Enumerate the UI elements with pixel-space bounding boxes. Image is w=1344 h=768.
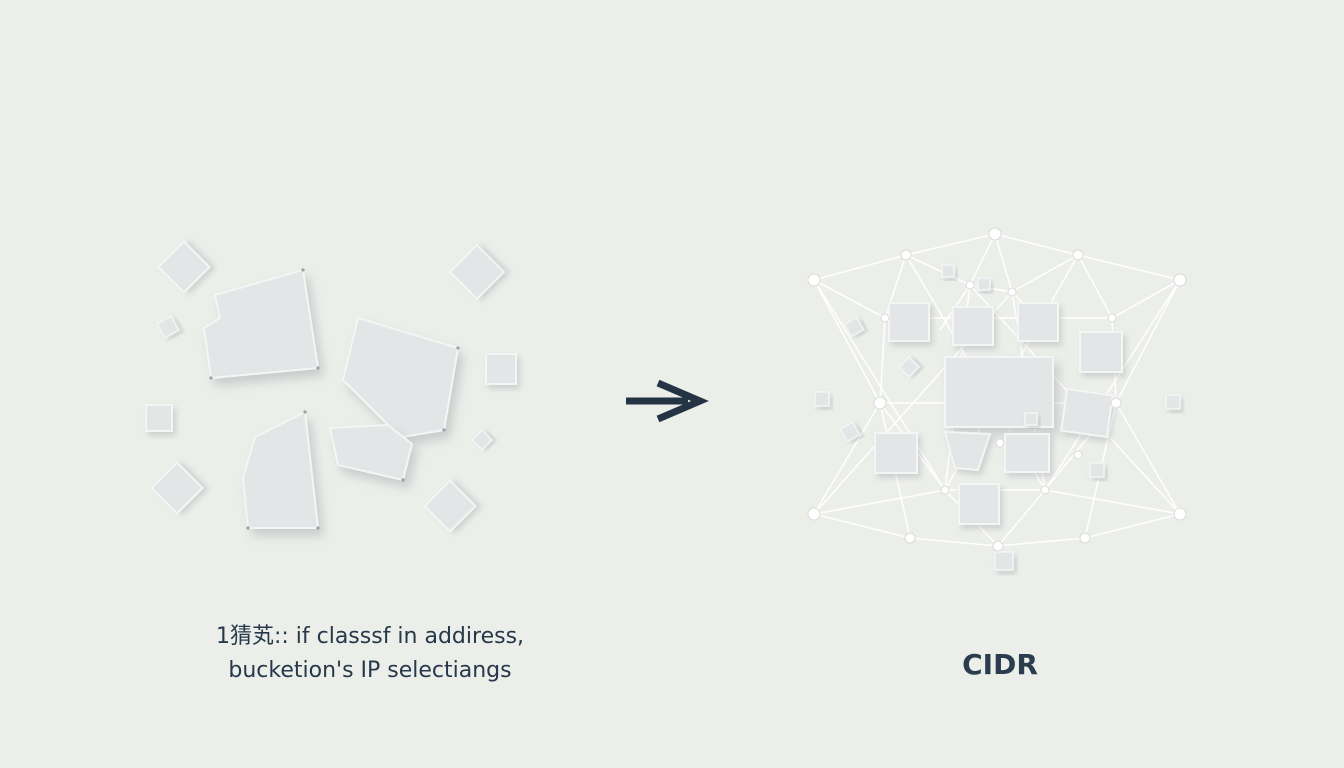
fragment-small-6 bbox=[423, 479, 477, 533]
network-box-small bbox=[977, 277, 991, 291]
cidr-network bbox=[807, 227, 1187, 571]
fragment-small-4 bbox=[145, 404, 173, 432]
network-box-small bbox=[1165, 394, 1181, 410]
network-box-small bbox=[994, 551, 1014, 571]
network-box bbox=[952, 306, 994, 346]
fragment-large-1 bbox=[202, 268, 320, 380]
network-box-small bbox=[839, 421, 861, 443]
fragment-small-5 bbox=[150, 461, 204, 515]
network-box-small bbox=[814, 391, 830, 407]
network-box-small bbox=[898, 356, 920, 378]
fragment-medium-1 bbox=[328, 423, 414, 482]
fragmented-address-blocks bbox=[145, 240, 517, 533]
fragment-small-3 bbox=[485, 353, 517, 385]
cidr-label: CIDR bbox=[962, 648, 1038, 681]
network-box-small bbox=[1024, 412, 1038, 426]
arrow-right-icon bbox=[626, 379, 709, 423]
network-box-small bbox=[941, 264, 955, 278]
fragment-tiny-1 bbox=[156, 315, 180, 339]
network-boxes bbox=[814, 264, 1181, 571]
network-box-small bbox=[1089, 462, 1105, 478]
fragment-small-1 bbox=[157, 240, 211, 294]
network-box-small bbox=[843, 316, 865, 338]
left-caption-line-1: 1猜芄:: if classsf in addiress, bbox=[215, 624, 525, 649]
fragment-large-3 bbox=[241, 410, 320, 529]
fragment-small-2 bbox=[448, 243, 506, 301]
fragment-tiny-2 bbox=[471, 429, 493, 451]
network-box bbox=[1017, 302, 1059, 342]
fragment-large-2 bbox=[341, 316, 460, 439]
network-box bbox=[888, 302, 930, 342]
network-box bbox=[1004, 433, 1050, 473]
network-box bbox=[1060, 387, 1114, 439]
network-box bbox=[943, 430, 992, 472]
network-box bbox=[874, 432, 918, 474]
network-box bbox=[1079, 331, 1123, 373]
left-caption: 1猜芄:: if classsf in addiress, bucketion'… bbox=[150, 620, 590, 688]
network-nodes bbox=[807, 227, 1187, 552]
left-caption-line-2: bucketion's IP selectiangs bbox=[228, 658, 512, 683]
network-box bbox=[958, 483, 1000, 525]
